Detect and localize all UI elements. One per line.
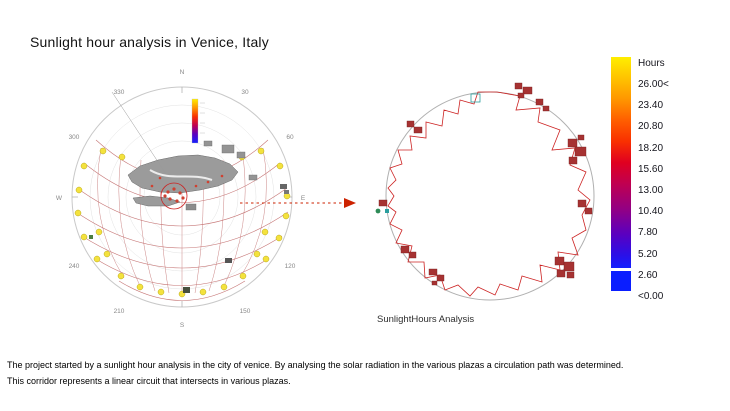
building-cluster-upper-left bbox=[406, 120, 423, 134]
circulation-diagram bbox=[375, 82, 595, 301]
circulation-path bbox=[387, 91, 591, 297]
legend-value: 5.20 bbox=[638, 248, 658, 260]
legend-value: 18.20 bbox=[638, 142, 664, 154]
sun-path-diagram: N 30 60 E 120 150 S 210 240 W 300 330 bbox=[56, 69, 306, 329]
teal-node-icon bbox=[385, 209, 389, 213]
legend-value: <0.00 bbox=[638, 290, 664, 302]
boundary-circle bbox=[385, 91, 595, 301]
plaza-highlight-circle bbox=[160, 182, 188, 210]
sun-position-dots bbox=[74, 147, 291, 298]
description-line-1: The project started by a sunlight hour a… bbox=[7, 360, 624, 370]
building-cluster-bottom-right bbox=[554, 256, 575, 279]
compass-label-w: W bbox=[56, 195, 63, 202]
legend-value: 23.40 bbox=[638, 100, 664, 112]
legend-gradient bbox=[611, 57, 631, 268]
legend-below-zero-block bbox=[611, 271, 631, 291]
compass-label-60: 60 bbox=[286, 134, 294, 141]
compass-label-120: 120 bbox=[285, 263, 296, 270]
legend-value: 10.40 bbox=[638, 206, 664, 218]
page-title: Sunlight hour analysis in Venice, Italy bbox=[30, 34, 269, 51]
leader-line bbox=[111, 91, 167, 175]
building-cluster-right-large bbox=[567, 134, 587, 165]
compass-label-s: S bbox=[180, 322, 185, 329]
flow-arrow bbox=[240, 198, 356, 208]
legend-title: Hours bbox=[638, 58, 665, 69]
circulation-caption: SunlightHours Analysis bbox=[377, 314, 475, 325]
legend-labels: Hours 26.00< 23.40 20.80 18.20 15.60 13.… bbox=[638, 57, 669, 311]
building-cluster-right-mid bbox=[577, 199, 593, 215]
legend-value: 15.60 bbox=[638, 163, 664, 175]
compass-label-150: 150 bbox=[240, 308, 251, 315]
mini-legend-ticks bbox=[200, 102, 205, 134]
building-cluster-top-right bbox=[514, 82, 533, 99]
hours-legend: Hours 26.00< 23.40 20.80 18.20 15.60 13.… bbox=[611, 57, 669, 311]
compass-label-210: 210 bbox=[114, 308, 125, 315]
description-line-2: This corridor represents a linear circui… bbox=[7, 376, 291, 387]
green-node-icon bbox=[375, 208, 381, 214]
legend-value: 7.80 bbox=[638, 227, 658, 239]
compass-label-30: 30 bbox=[241, 89, 249, 96]
project-description: The project started by a sunlight hour a… bbox=[7, 357, 725, 389]
compass-label-240: 240 bbox=[69, 263, 80, 270]
plaza-building-clusters bbox=[378, 82, 593, 286]
building-cluster-lower-left bbox=[400, 245, 417, 259]
compass-label-e: E bbox=[301, 195, 306, 202]
building-cluster-bottom bbox=[428, 268, 445, 286]
building-cluster-top-mid bbox=[535, 98, 550, 112]
teal-building-icon bbox=[470, 93, 481, 103]
venice-map bbox=[127, 140, 258, 211]
arrowhead bbox=[344, 198, 356, 208]
compass-label-330: 330 bbox=[114, 89, 125, 96]
legend-value: 2.60 bbox=[638, 269, 658, 281]
legend-value: 26.00< bbox=[638, 79, 669, 90]
scattered-building-icons bbox=[89, 184, 289, 293]
mini-legend-bar bbox=[191, 98, 199, 144]
plaza-dots bbox=[150, 174, 224, 203]
compass-label-n: N bbox=[180, 69, 185, 76]
compass-labels: N 30 60 E 120 150 S 210 240 W 300 330 bbox=[56, 69, 306, 329]
legend-value: 13.00 bbox=[638, 184, 664, 196]
legend-color-bar bbox=[611, 57, 631, 291]
compass-label-300: 300 bbox=[69, 134, 80, 141]
building-cluster-left-edge bbox=[378, 199, 388, 207]
legend-value: 20.80 bbox=[638, 121, 664, 133]
